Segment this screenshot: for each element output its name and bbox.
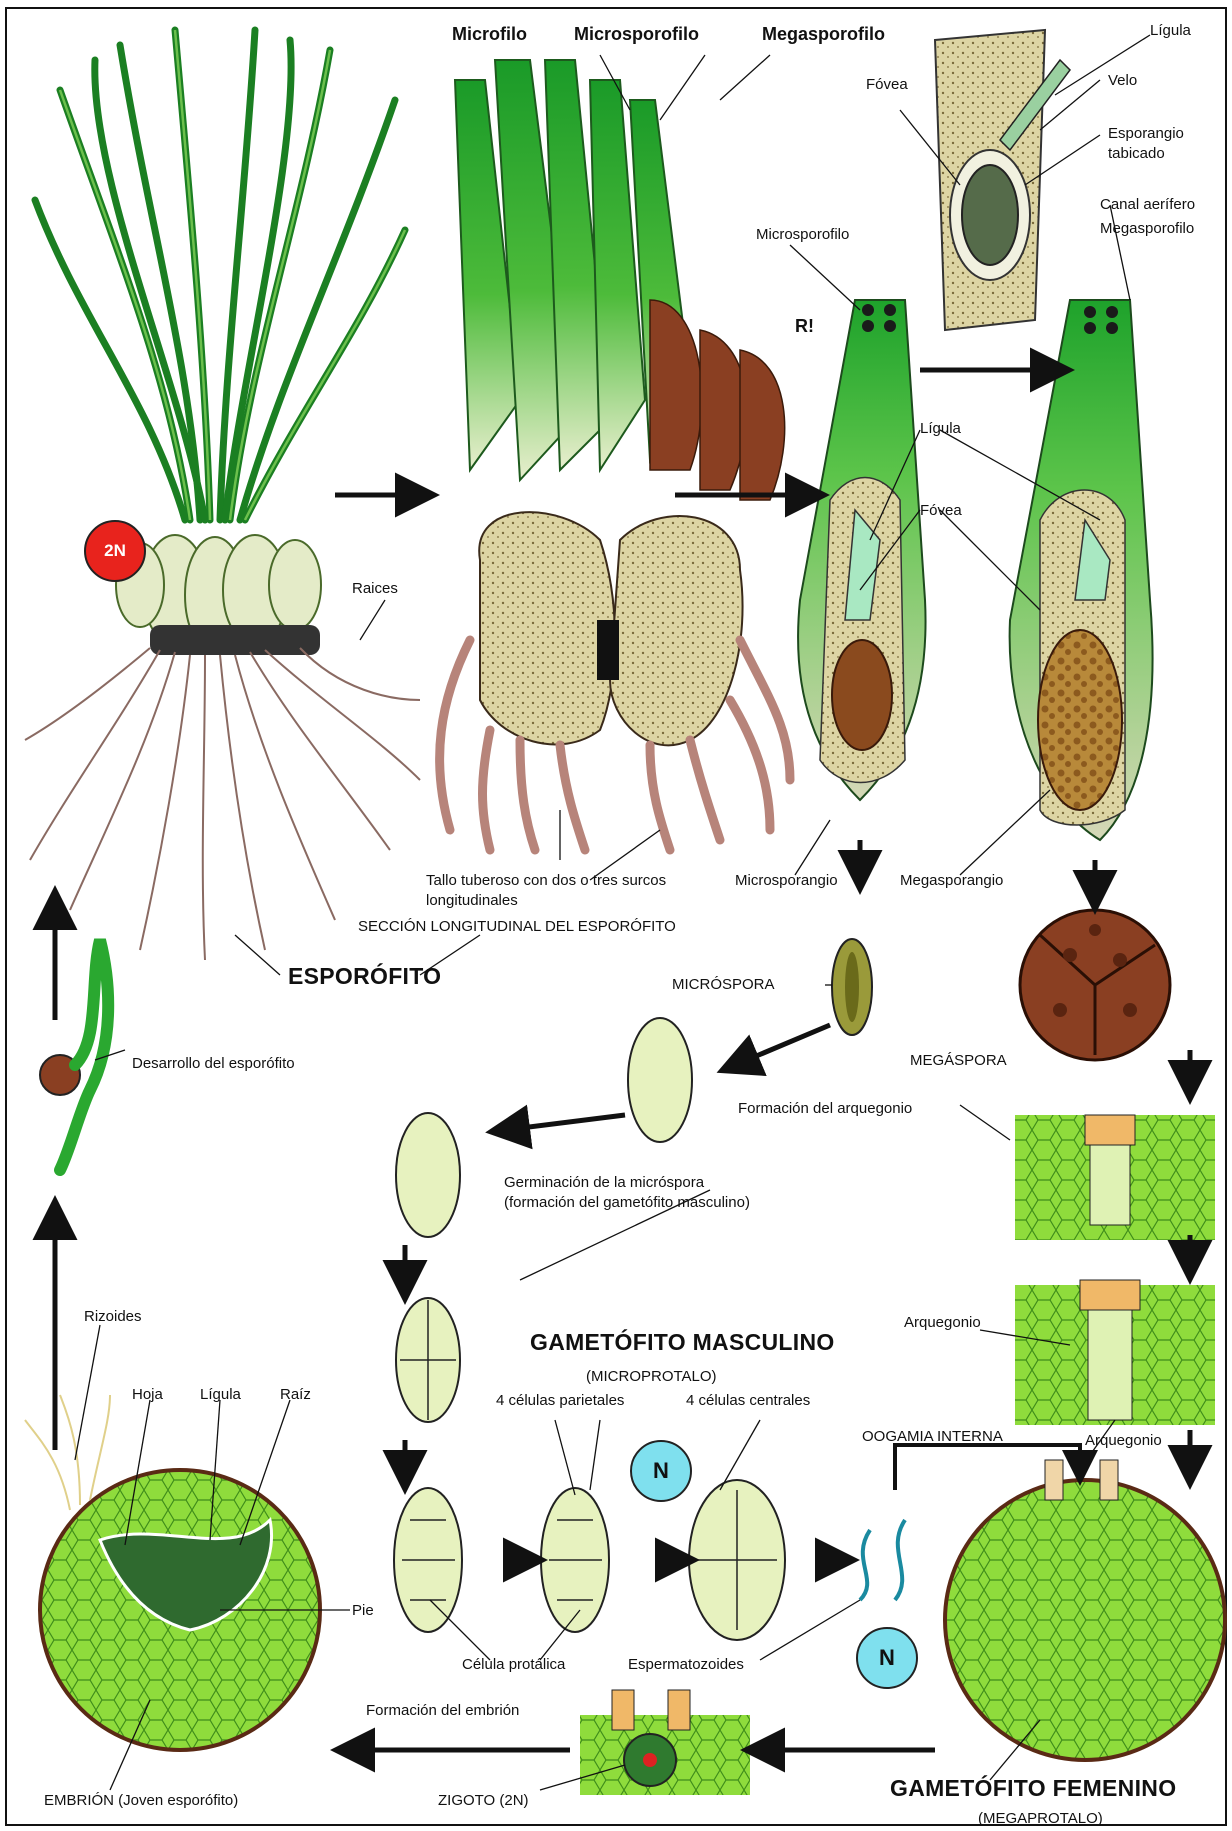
label-microsporofilo-mid: Microsporofilo — [756, 226, 849, 243]
haploid-badge-top-text: N — [653, 1458, 669, 1484]
diploid-badge: 2N — [84, 520, 146, 582]
label-microsporangio: Microsporangio — [735, 872, 838, 889]
spermatozoids-illustration — [860, 1520, 905, 1600]
label-megasporofilo-top: Megasporofilo — [762, 26, 885, 43]
longitudinal-section-illustration — [440, 60, 790, 850]
zygote-illustration — [580, 1690, 750, 1795]
label-gametofito-femenino: GAMETÓFITO FEMENINO — [890, 1780, 1176, 1797]
label-r-mark: R! — [795, 318, 814, 335]
embryo-illustration — [25, 1395, 320, 1750]
label-seccion: SECCIÓN LONGITUDINAL DEL ESPORÓFITO — [358, 918, 676, 935]
label-desarrollo: Desarrollo del esporófito — [132, 1055, 295, 1072]
label-ligula-low: Lígula — [200, 1386, 241, 1403]
megasporophyll-illustration — [1010, 300, 1153, 840]
haploid-badge-top: N — [630, 1440, 692, 1502]
megaspore-illustration — [1020, 910, 1170, 1060]
label-rizoides: Rizoides — [84, 1308, 142, 1325]
female-gametophyte-illustration — [945, 1460, 1225, 1760]
label-tallo-line2: longitudinales — [426, 892, 518, 909]
young-sporophyte-illustration — [40, 940, 108, 1170]
label-formacion-embrion: Formación del embrión — [366, 1702, 519, 1719]
label-germinacion-line1: Germinación de la micróspora — [504, 1174, 704, 1191]
haploid-badge-bottom: N — [856, 1627, 918, 1689]
label-raices: Raices — [352, 580, 398, 597]
label-megaspora: MEGÁSPORA — [910, 1052, 1007, 1069]
label-tabicado: tabicado — [1108, 145, 1165, 162]
label-oogamia: OOGAMIA INTERNA — [862, 1428, 1003, 1445]
label-zigoto: ZIGOTO (2N) — [438, 1792, 529, 1809]
label-fovea-mid: Fóvea — [920, 502, 962, 519]
label-microspora: MICRÓSPORA — [672, 976, 775, 993]
label-megasporofilo-right: Megasporofilo — [1100, 220, 1194, 237]
label-arquegonio-mid: Arquegonio — [904, 1314, 981, 1331]
label-ligula-top: Lígula — [1150, 22, 1191, 39]
label-espermatozoides: Espermatozoides — [628, 1656, 744, 1673]
haploid-badge-bottom-text: N — [879, 1645, 895, 1671]
label-formacion-arquegonio: Formación del arquegonio — [738, 1100, 912, 1117]
label-esporofito: ESPORÓFITO — [288, 968, 441, 985]
label-celula-protalica: Célula protálica — [462, 1656, 565, 1673]
label-celulas-parietales: 4 células parietales — [496, 1392, 624, 1409]
label-esporangio: Esporangio — [1108, 125, 1184, 142]
microspore-illustration — [832, 939, 872, 1035]
label-fovea-top: Fóvea — [866, 76, 908, 93]
label-arquegonio-low: Arquegonio — [1085, 1432, 1162, 1449]
label-celulas-centrales: 4 células centrales — [686, 1392, 810, 1409]
label-pie: Pie — [352, 1602, 374, 1619]
label-raiz: Raíz — [280, 1386, 311, 1403]
label-ligula-mid: Lígula — [920, 420, 961, 437]
label-hoja: Hoja — [132, 1386, 163, 1403]
label-embrion: EMBRIÓN (Joven esporófito) — [44, 1792, 238, 1809]
archegonium-mature-illustration — [1015, 1280, 1215, 1425]
label-velo: Velo — [1108, 72, 1137, 89]
label-gametofito-masculino: GAMETÓFITO MASCULINO — [530, 1334, 835, 1351]
microsporophyll-illustration — [798, 300, 925, 800]
label-microsporofilo-top: Microsporofilo — [574, 26, 699, 43]
label-microprotalo: (MICROPROTALO) — [586, 1368, 717, 1385]
label-germinacion-line2: (formación del gametófito masculino) — [504, 1194, 750, 1211]
label-canal-aerifero: Canal aerífero — [1100, 196, 1195, 213]
label-megaprotalo: (MEGAPROTALO) — [978, 1810, 1103, 1827]
archegonium-formation-illustration — [1015, 1115, 1215, 1240]
label-tallo-line1: Tallo tuberoso con dos o tres surcos — [426, 872, 666, 889]
label-megasporangio: Megasporangio — [900, 872, 1003, 889]
label-microfilo: Microfilo — [452, 26, 527, 43]
diploid-badge-text: 2N — [104, 541, 126, 561]
